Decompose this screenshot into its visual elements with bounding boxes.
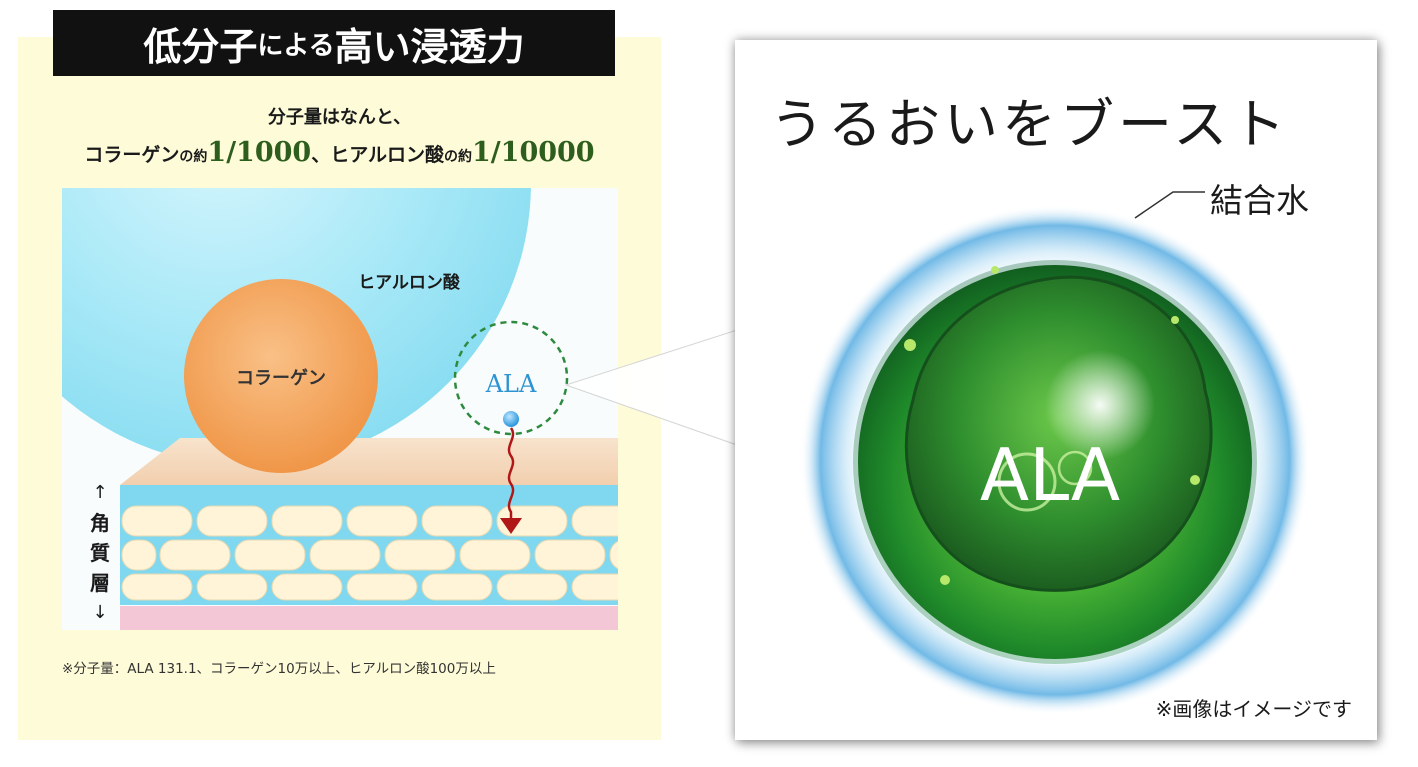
sphere-highlight bbox=[852, 259, 1258, 665]
hyaluronic-acid-label: ヒアルロン酸 bbox=[358, 272, 461, 293]
title-part-2: による bbox=[257, 30, 335, 61]
droplet-2 bbox=[1190, 475, 1200, 485]
right-panel: うるおいをブースト 結合水 bbox=[735, 40, 1377, 740]
subtitle-ratio-1: 1/1000 bbox=[207, 137, 312, 168]
bound-water-label: 結合水 bbox=[1210, 181, 1309, 220]
ala-core-label: ALA bbox=[980, 433, 1120, 517]
subtitle-line-1: 分子量はなんと、 bbox=[267, 107, 412, 128]
subtitle-line-2: コラーゲンの約1/1000、ヒアルロン酸の約1/10000 bbox=[18, 137, 661, 168]
droplet-1 bbox=[904, 339, 916, 351]
arrow-up-icon: ↑ bbox=[92, 482, 107, 503]
core-glow bbox=[1045, 350, 1155, 460]
stratum-char-1: 角 bbox=[90, 511, 110, 535]
image-disclaimer: ※画像はイメージです bbox=[1155, 697, 1352, 721]
arrow-down-icon: ↓ bbox=[92, 602, 107, 623]
title-part-1: 低分子 bbox=[143, 23, 258, 69]
subtitle-of-2: の約 bbox=[444, 149, 473, 165]
penetration-path bbox=[507, 427, 515, 518]
droplet-5 bbox=[1171, 316, 1179, 324]
lower-skin-layer bbox=[120, 606, 618, 630]
molecule-size-diagram: コラーゲン ヒアルロン酸 ALA bbox=[62, 188, 618, 630]
droplet-3 bbox=[991, 266, 999, 274]
stratum-char-3: 層 bbox=[90, 571, 110, 595]
bubble-large bbox=[997, 452, 1057, 512]
ala-label: ALA bbox=[485, 370, 537, 398]
subtitle-ratio-2: 1/10000 bbox=[472, 137, 595, 168]
bubble-medium bbox=[1057, 450, 1093, 486]
collagen-circle bbox=[184, 279, 378, 473]
title-part-3: 高い浸透力 bbox=[334, 23, 525, 69]
stratum-corneum-label: ↑ 角 質 層 ↓ bbox=[90, 482, 110, 623]
subtitle-hyaluronic: 、ヒアルロン酸 bbox=[311, 144, 445, 166]
stratum-char-2: 質 bbox=[90, 541, 110, 565]
collagen-label: コラーゲン bbox=[236, 367, 326, 389]
molecular-weight-footnote: ※分子量：ALA 131.1、コラーゲン10万以上、ヒアルロン酸100万以上 bbox=[62, 661, 496, 677]
corneocyte-cells bbox=[121, 505, 618, 601]
bound-water-pointer bbox=[1134, 191, 1205, 219]
title-banner: 低分子 による 高い浸透力 bbox=[53, 10, 615, 76]
ala-water-sphere: ALA bbox=[800, 205, 1310, 715]
penetration-arrowhead bbox=[500, 518, 522, 534]
droplet-4 bbox=[940, 575, 950, 585]
ala-molecule-dot bbox=[503, 411, 519, 427]
subtitle-collagen: コラーゲン bbox=[84, 144, 180, 166]
callout-wedge bbox=[564, 329, 738, 446]
ala-highlight-ring bbox=[453, 320, 569, 436]
boost-moisture-title: うるおいをブースト bbox=[770, 93, 1290, 156]
pointer-line bbox=[1134, 191, 1205, 219]
subtitle-of-1: の約 bbox=[179, 149, 208, 165]
